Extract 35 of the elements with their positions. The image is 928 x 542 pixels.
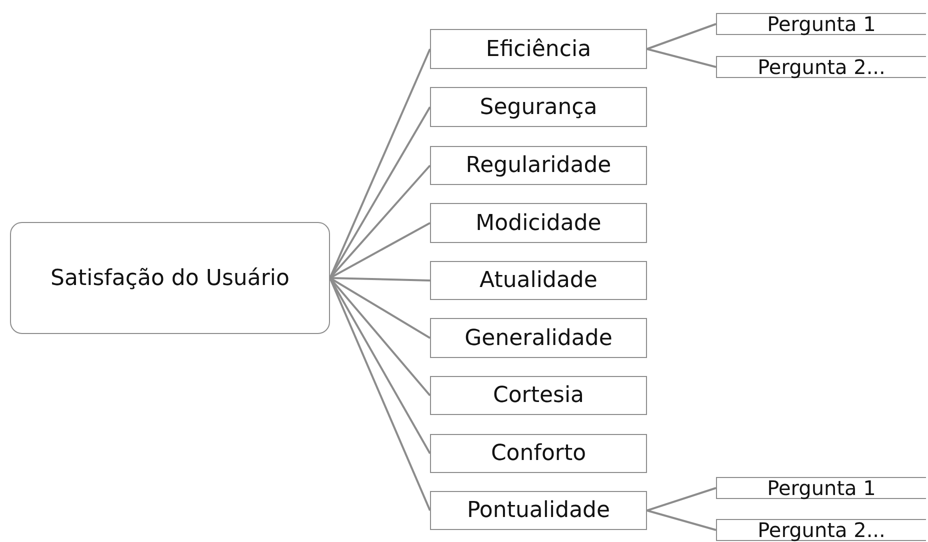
topic-box bbox=[430, 203, 647, 243]
topic-box bbox=[430, 318, 647, 358]
topic-box bbox=[430, 376, 647, 415]
topic-box bbox=[430, 434, 647, 473]
topic-box bbox=[716, 56, 926, 78]
node-label: Cortesia bbox=[492, 383, 584, 408]
connector-line bbox=[646, 487, 716, 512]
connector-line bbox=[329, 277, 431, 339]
topic-box bbox=[716, 13, 926, 35]
node-label: Satisfação do Usuário bbox=[50, 266, 290, 290]
topic-box bbox=[716, 477, 926, 499]
node-label: Eficiência bbox=[486, 36, 592, 62]
node-label: Generalidade bbox=[464, 326, 612, 350]
connector-line bbox=[330, 222, 430, 279]
connector-line bbox=[646, 510, 716, 531]
node-label: Pontualidade bbox=[466, 498, 610, 523]
node-label: Pergunta 1 bbox=[767, 476, 876, 500]
topic-box bbox=[430, 87, 647, 127]
node-label: Modicidade bbox=[476, 210, 602, 236]
connector-line bbox=[330, 277, 430, 282]
topic-box bbox=[430, 261, 647, 300]
topic-box bbox=[716, 519, 926, 541]
node-label: Conforto bbox=[490, 441, 586, 466]
node-label: Pergunta 1 bbox=[767, 12, 876, 36]
node-label: Atualidade bbox=[480, 268, 598, 293]
node-label: Segurança bbox=[480, 94, 598, 120]
topic-box bbox=[430, 29, 647, 69]
connector-line bbox=[646, 23, 716, 50]
root-box bbox=[10, 222, 330, 334]
node-label: Pergunta 2... bbox=[758, 518, 886, 542]
topic-box bbox=[430, 146, 647, 185]
topic-box bbox=[430, 491, 647, 530]
node-label: Regularidade bbox=[466, 153, 612, 178]
node-label: Pergunta 2... bbox=[758, 55, 886, 79]
connector-line bbox=[646, 48, 716, 68]
